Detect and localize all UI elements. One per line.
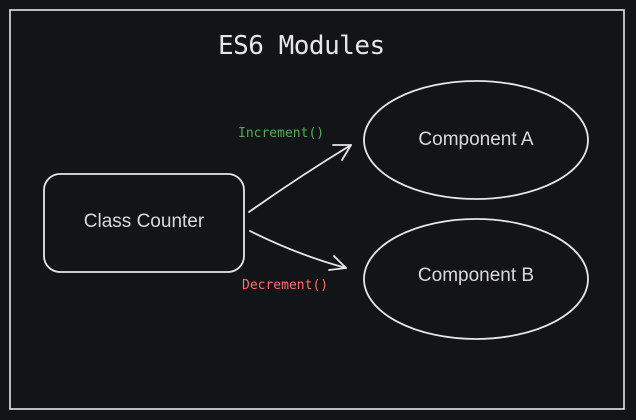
component-a-node[interactable] — [363, 80, 589, 200]
decrement-label: Decrement() — [242, 278, 329, 293]
increment-label: Increment() — [238, 126, 325, 141]
component-a-label: Component A — [418, 129, 534, 150]
diagram-frame — [9, 9, 625, 410]
decrement-arrow — [249, 230, 347, 271]
class-counter-label: Class Counter — [83, 211, 205, 232]
diagram-title: ES6 Modules — [218, 31, 385, 61]
increment-arrow — [248, 144, 352, 213]
class-counter-node[interactable] — [43, 173, 245, 273]
component-b-label: Component B — [417, 265, 535, 286]
component-b-node[interactable] — [363, 218, 589, 340]
